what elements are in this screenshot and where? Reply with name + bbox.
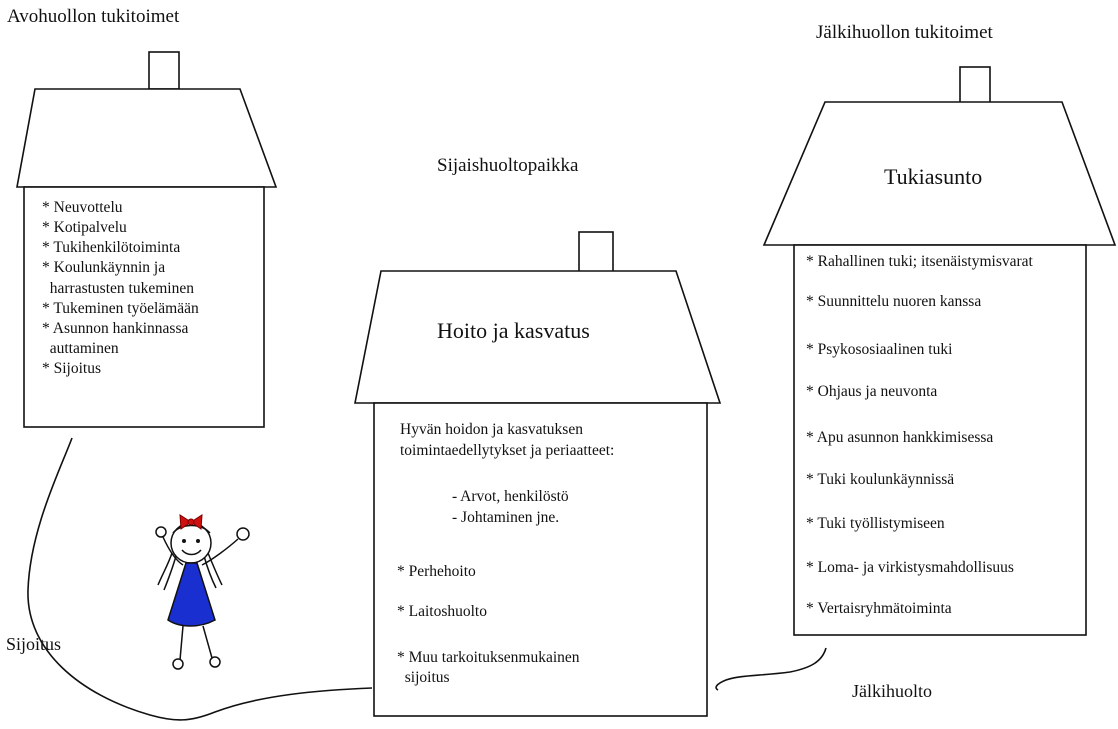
right-house-item: * Suunnittelu nuoren kanssa <box>806 293 982 310</box>
bow-icon <box>179 514 203 530</box>
middle-house-roof <box>354 270 722 404</box>
list-item: * Kotipalvelu <box>42 219 127 237</box>
left-house-body <box>23 186 265 428</box>
left-house-chimney <box>148 51 180 90</box>
middle-house-item: sijoitus <box>397 669 450 686</box>
right-house-roof-label: Tukiasunto <box>884 164 983 189</box>
right-house-roof <box>762 101 1117 246</box>
list-item: * Tukihenkilötoiminta <box>42 239 181 257</box>
right-house-item: * Ohjaus ja neuvonta <box>806 383 938 400</box>
right-house-body <box>793 244 1087 636</box>
list-item: * Sijoitus <box>42 360 102 378</box>
middle-house-intro-1: Hyvän hoidon ja kasvatuksen <box>400 421 583 438</box>
sijoitus-path <box>27 437 373 721</box>
middle-house-sub-item: - Arvot, henkilöstö <box>452 488 569 505</box>
middle-house-item: * Muu tarkoituksenmukainen <box>397 649 580 666</box>
list-item: * Asunnon hankinnassa <box>42 319 189 337</box>
list-item: * Tukeminen työelämään <box>42 299 199 317</box>
right-house-item: * Vertaisryhmätoiminta <box>806 600 952 617</box>
left-house-title: Avohuollon tukitoimet <box>7 6 180 27</box>
right-house-item: * Apu asunnon hankkimisessa <box>806 429 994 446</box>
left-house <box>16 51 278 428</box>
list-item: auttaminen <box>42 339 119 357</box>
jalkihuolto-label: Jälkihuolto <box>852 681 932 701</box>
middle-house-title: Sijaishuoltopaikka <box>437 155 579 176</box>
middle-house-item: * Perhehoito <box>397 563 476 580</box>
right-house-item: * Tuki työllistymiseen <box>806 515 945 532</box>
girl-figure <box>155 514 250 670</box>
right-house-chimney <box>959 66 991 104</box>
right-house-item: * Loma- ja virkistysmahdollisuus <box>806 559 1014 576</box>
middle-house-sub-item: - Johtaminen jne. <box>452 509 560 526</box>
right-house <box>762 66 1117 636</box>
jalkihuolto-path <box>715 647 827 691</box>
list-item: * Neuvottelu <box>42 199 123 216</box>
middle-house-roof-label: Hoito ja kasvatus <box>437 318 590 343</box>
list-item: * Koulunkäynnin ja <box>42 259 166 277</box>
middle-house-item: * Laitoshuolto <box>397 603 487 620</box>
left-house-list: * Neuvottelu * Kotipalvelu * Tukihenkilö… <box>42 198 199 379</box>
middle-house-chimney <box>578 231 614 273</box>
sijoitus-label: Sijoitus <box>6 634 62 654</box>
left-house-roof <box>16 88 278 188</box>
right-house-item: * Rahallinen tuki; itsenäistymisvarat <box>806 253 1033 270</box>
middle-house-intro-2: toimintaedellytykset ja periaatteet: <box>400 442 615 459</box>
right-house-item: * Tuki koulunkäynnissä <box>806 471 955 488</box>
list-item: harrastusten tukeminen <box>42 279 194 297</box>
middle-house <box>354 231 722 717</box>
right-house-title: Jälkihuollon tukitoimet <box>816 22 993 43</box>
right-house-item: * Psykososiaalinen tuki <box>806 341 953 358</box>
middle-house-body <box>373 402 708 717</box>
